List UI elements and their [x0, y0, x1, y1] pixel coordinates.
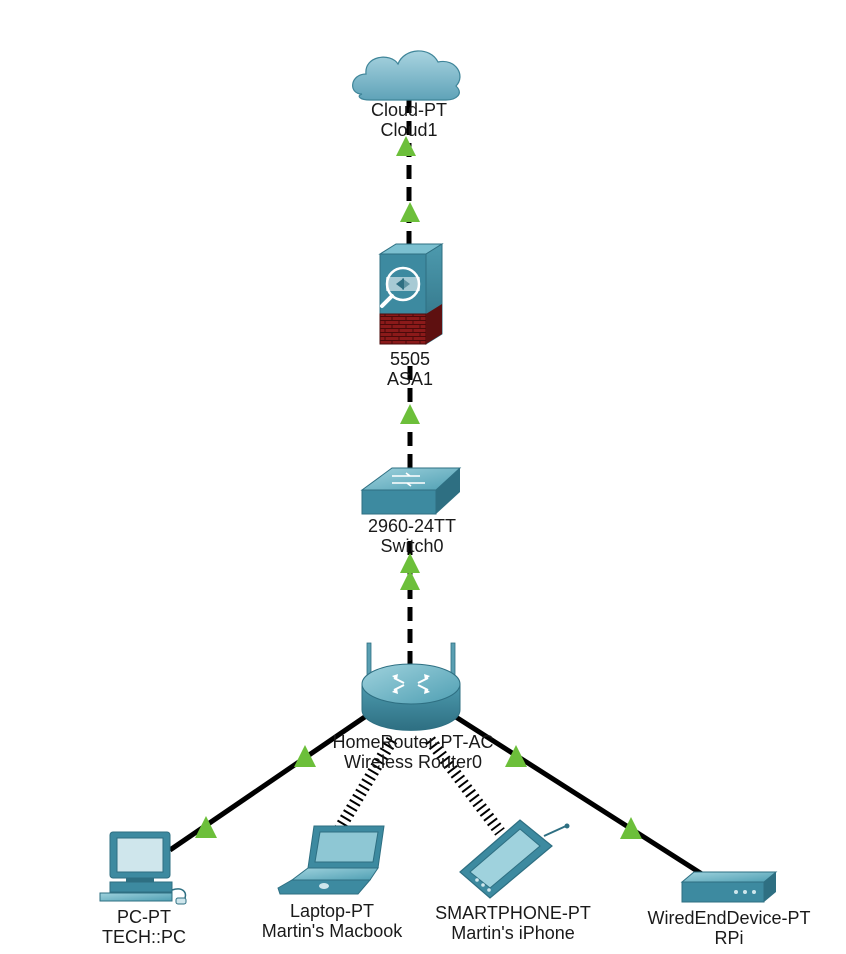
- device-label-phone: SMARTPHONE-PT Martin's iPhone: [435, 903, 591, 943]
- pc-icon[interactable]: [99, 831, 187, 905]
- device-name: TECH::PC: [101, 927, 187, 947]
- device-model: HomeRouter-PT-AC: [332, 732, 494, 752]
- device-name: Martin's iPhone: [451, 923, 575, 943]
- firewall-icon[interactable]: [378, 243, 444, 345]
- link-status-up-icon: [505, 745, 527, 767]
- link-status-up-icon: [400, 570, 420, 590]
- device-name: Martin's Macbook: [261, 921, 403, 941]
- link-status-up-icon: [620, 817, 642, 839]
- device-model: SMARTPHONE-PT: [435, 903, 591, 923]
- device-model: 2960-24TT: [367, 516, 457, 536]
- link-status-up-icon: [195, 816, 217, 838]
- link-status-up-icon: [400, 553, 420, 573]
- wireless-link-router-laptop: [334, 736, 398, 832]
- wireless-link-router-phone: [425, 736, 505, 836]
- link-status-up-icon: [396, 136, 416, 156]
- link-status-up-icon: [400, 202, 420, 222]
- device-name: ASA1: [386, 369, 434, 389]
- device-name: Cloud1: [380, 120, 438, 140]
- device-model: Cloud-PT: [370, 100, 448, 120]
- wireless-router-icon[interactable]: [361, 642, 461, 731]
- device-label-laptop: Laptop-PT Martin's Macbook: [262, 901, 402, 941]
- laptop-icon[interactable]: [277, 825, 385, 895]
- device-label-asa: 5505 ASA1: [387, 349, 433, 389]
- device-name: Switch0: [380, 536, 444, 556]
- link-status-up-icon: [294, 745, 316, 767]
- link-status-up-icon: [400, 404, 420, 424]
- device-label-rpi: WiredEndDevice-PT RPi: [647, 908, 810, 948]
- device-model: 5505: [389, 349, 431, 369]
- device-label-cloud: Cloud-PT Cloud1: [371, 100, 447, 140]
- smartphone-icon[interactable]: [459, 819, 570, 899]
- device-model: Laptop-PT: [289, 901, 375, 921]
- device-model: PC-PT: [116, 907, 171, 927]
- cloud-icon[interactable]: [352, 50, 461, 101]
- link-router-rpi[interactable]: [446, 709, 707, 879]
- device-name: RPi: [714, 928, 744, 948]
- device-label-switch: 2960-24TT Switch0: [368, 516, 456, 556]
- device-model: WiredEndDevice-PT: [647, 908, 811, 928]
- device-label-router: HomeRouter-PT-AC Wireless Router0: [332, 732, 493, 772]
- device-name: Wireless Router0: [343, 752, 483, 772]
- wired-end-device-icon[interactable]: [680, 871, 778, 903]
- switch-icon[interactable]: [360, 467, 462, 515]
- device-label-pc: PC-PT TECH::PC: [102, 907, 186, 947]
